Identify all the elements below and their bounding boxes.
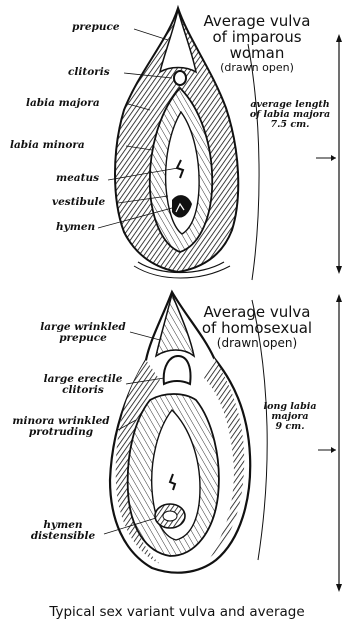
top-measurement-note: average length of labia majora 7.5 cm. — [240, 100, 340, 130]
label-labia-majora: labia majora — [26, 98, 100, 109]
label-prepuce: prepuce — [72, 22, 120, 33]
label-labia-minora: labia minora — [10, 140, 85, 151]
bottom-title-line-1: Average vulva — [200, 304, 314, 320]
bottom-measurement-line-3: 9 cm. — [254, 422, 326, 432]
bottom-title: Average vulva of homosexual (drawn open) — [200, 304, 314, 350]
top-subtitle: (drawn open) — [196, 61, 318, 74]
top-title: Average vulva of imparous woman (drawn o… — [196, 13, 318, 74]
top-title-line-1: Average vulva — [196, 13, 318, 29]
label-large-wrinkled-prepuce: large wrinkled prepuce — [28, 322, 138, 344]
label-minora-wrinkled-protruding-line-2: protruding — [2, 427, 120, 438]
top-measurement-arc — [248, 44, 259, 280]
figure-caption: Typical sex variant vulva and average — [0, 604, 354, 620]
label-large-wrinkled-prepuce-line-2: prepuce — [28, 333, 138, 344]
top-title-line-3: woman — [196, 45, 318, 61]
bottom-title-line-2: of homosexual — [200, 320, 314, 336]
label-hymen-distensible: hymen distensible — [16, 520, 110, 542]
top-title-line-2: of imparous — [196, 29, 318, 45]
bottom-subtitle: (drawn open) — [200, 337, 314, 350]
label-hymen-distensible-line-2: distensible — [16, 531, 110, 542]
top-clitoris — [174, 71, 186, 85]
label-meatus: meatus — [56, 173, 99, 184]
label-minora-wrinkled-protruding: minora wrinkled protruding — [2, 416, 120, 438]
top-measurement-line-3: 7.5 cm. — [240, 120, 340, 130]
label-large-erectile-clitoris: large erectile clitoris — [30, 374, 136, 396]
label-hymen: hymen — [56, 222, 95, 233]
label-vestibule: vestibule — [52, 197, 105, 208]
bottom-measurement-note: long labia majora 9 cm. — [254, 402, 326, 432]
label-large-erectile-clitoris-line-2: clitoris — [30, 385, 136, 396]
label-clitoris: clitoris — [68, 67, 110, 78]
